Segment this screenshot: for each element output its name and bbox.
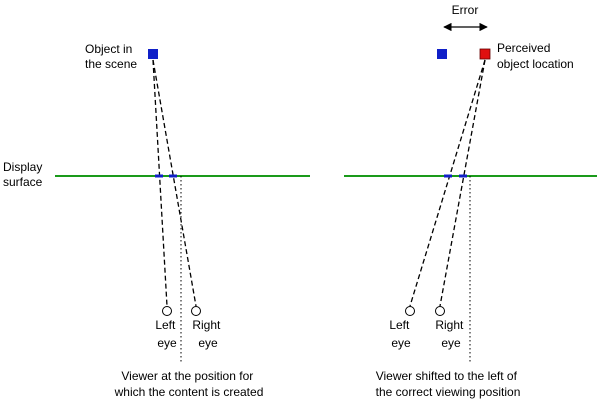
left-panel-left-eye-label: Left eye: [155, 318, 178, 350]
left-screen-point-left: [155, 174, 163, 178]
left-panel-caption: Viewer at the position for which the con…: [114, 369, 264, 399]
left-panel-right-eye-icon: [191, 306, 201, 316]
right-panel-left-eye-label: Left eye: [389, 318, 412, 350]
right-left-eye-sightline: [409, 59, 486, 307]
right-panel-caption: Viewer shifted to the left of the correc…: [376, 369, 521, 399]
right-eye-sightline: [152, 59, 197, 307]
original-object-marker: [437, 49, 447, 59]
error-label: Error: [452, 3, 479, 17]
perceived-object-marker: [479, 48, 491, 60]
left-panel-left-eye-icon: [162, 306, 172, 316]
right-screen-point-right: [459, 174, 467, 178]
right-panel: Error Perceived object location Left eye…: [344, 3, 597, 399]
perceived-location-label: Perceived object location: [497, 41, 574, 71]
object-label: Object in the scene: [85, 42, 137, 71]
right-screen-point-left: [444, 174, 452, 178]
right-right-eye-sightline: [439, 59, 486, 307]
left-panel: Object in the scene Display surface Left…: [3, 42, 310, 399]
left-screen-point-right: [169, 174, 177, 178]
object-marker: [148, 49, 158, 59]
right-panel-right-eye-label: Right eye: [435, 318, 466, 350]
display-surface-label: Display surface: [3, 160, 46, 189]
left-panel-right-eye-label: Right eye: [192, 318, 223, 350]
left-eye-sightline: [152, 59, 168, 307]
right-panel-right-eye-icon: [435, 306, 445, 316]
right-panel-left-eye-icon: [405, 306, 415, 316]
